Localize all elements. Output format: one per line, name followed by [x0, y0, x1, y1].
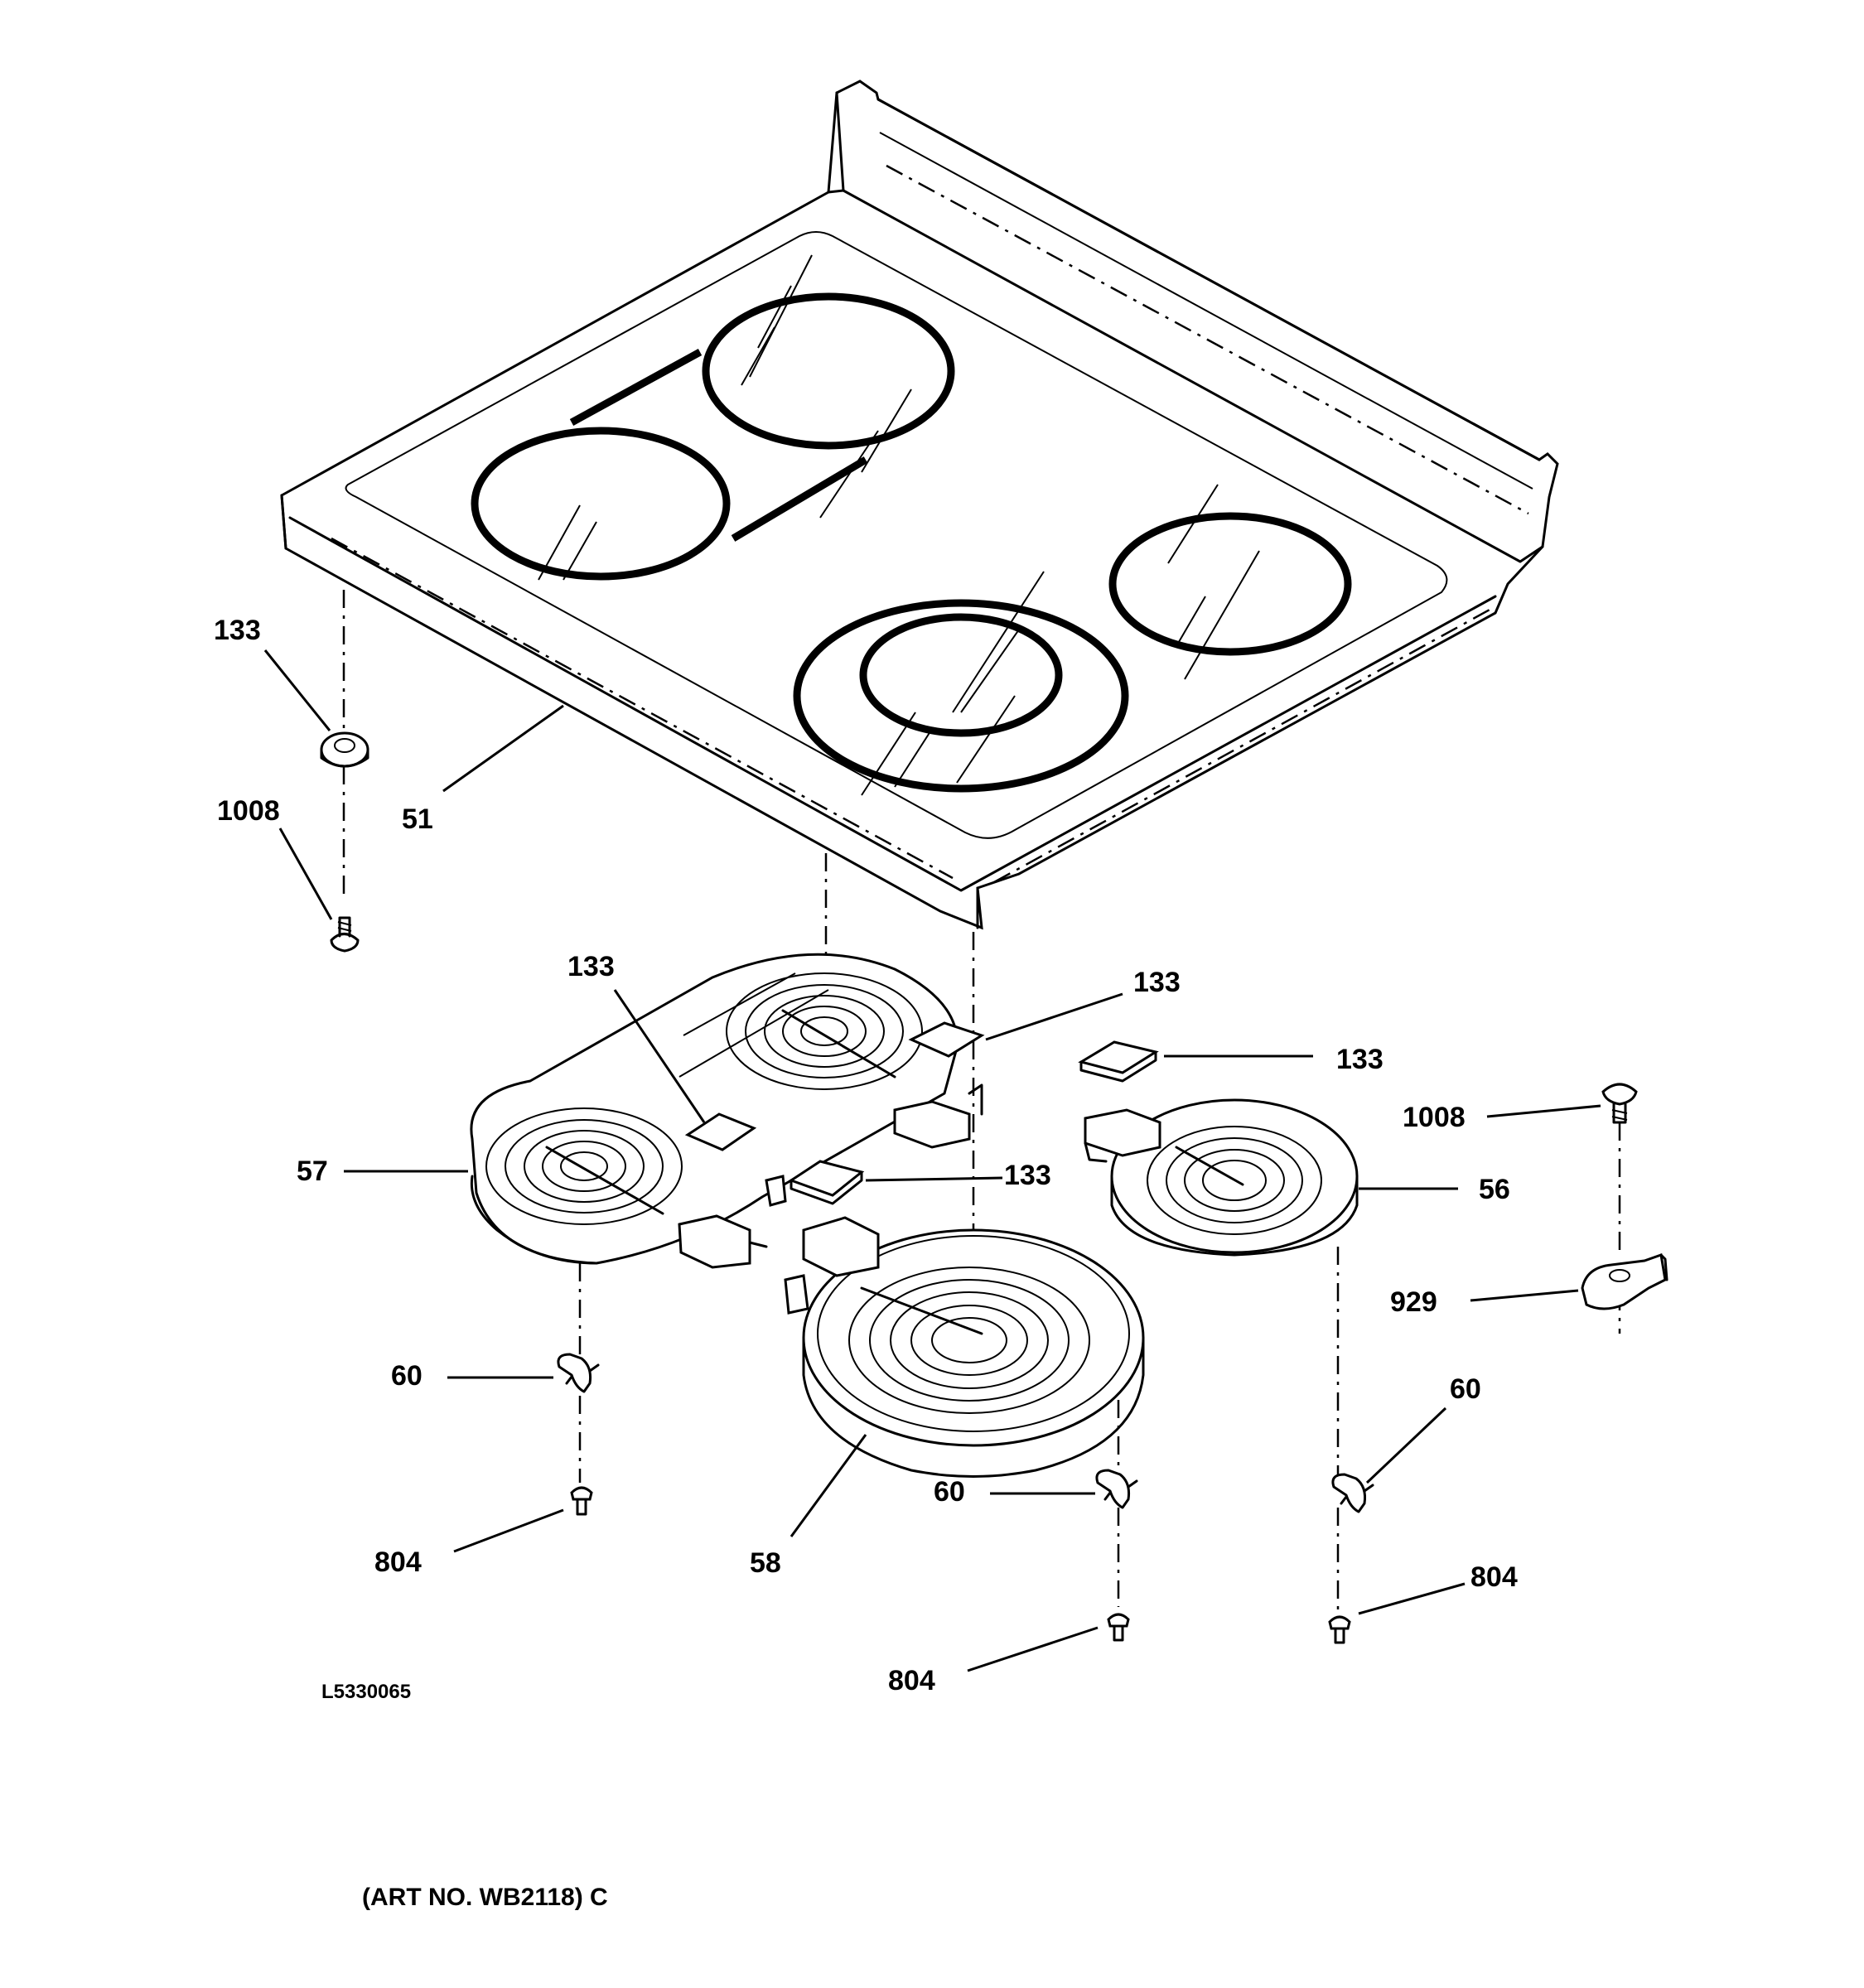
- clip-60-left: [557, 1353, 600, 1393]
- screw-1008-right: [1601, 1083, 1638, 1124]
- callout-804-left: 804: [374, 1546, 422, 1578]
- callout-133-right: 133: [1336, 1044, 1384, 1075]
- callout-133-left: 133: [214, 615, 261, 646]
- screw-804-right: [1328, 1615, 1351, 1644]
- callout-51: 51: [402, 803, 433, 835]
- screw-1008-left: [330, 916, 360, 953]
- callout-60-mid: 60: [934, 1476, 965, 1508]
- callout-804-mid: 804: [888, 1665, 935, 1696]
- grommet-133: [320, 731, 369, 768]
- callout-929: 929: [1390, 1286, 1437, 1318]
- clip-60-right: [1331, 1473, 1374, 1513]
- sensor-pad-133-low: [765, 1160, 865, 1207]
- callout-133-top: 133: [567, 951, 615, 982]
- small-heating-element-56: [1084, 1098, 1359, 1257]
- screw-804-mid: [1107, 1613, 1130, 1642]
- cooktop-main-top: [280, 80, 1559, 930]
- art-number: (ART NO. WB2118) C: [362, 1884, 608, 1911]
- dual-heating-element-57: [470, 953, 985, 1269]
- large-heating-element-58: [784, 1216, 1145, 1478]
- callout-60-left: 60: [391, 1360, 423, 1392]
- bracket-929: [1581, 1252, 1668, 1310]
- callout-60-right: 60: [1450, 1373, 1481, 1405]
- callout-57: 57: [297, 1156, 328, 1187]
- callout-labels: 133 1008 51 133 133 133 133 1008 57 56 9…: [214, 615, 1518, 1696]
- callout-1008-right: 1008: [1403, 1102, 1466, 1133]
- callout-56: 56: [1479, 1174, 1510, 1205]
- callout-58: 58: [750, 1547, 781, 1579]
- glass-glare-marks: [538, 254, 1260, 796]
- callout-133-low: 133: [1004, 1160, 1051, 1191]
- drawing-code: L5330065: [321, 1681, 411, 1703]
- callout-804-right: 804: [1470, 1561, 1518, 1593]
- clip-60-mid: [1095, 1469, 1138, 1509]
- screw-804-left: [570, 1486, 593, 1516]
- sensor-pad-133-right: [1078, 1040, 1159, 1083]
- leader-lines: [263, 649, 1601, 1672]
- callout-133-mid: 133: [1133, 967, 1181, 998]
- callout-1008-left: 1008: [217, 795, 280, 827]
